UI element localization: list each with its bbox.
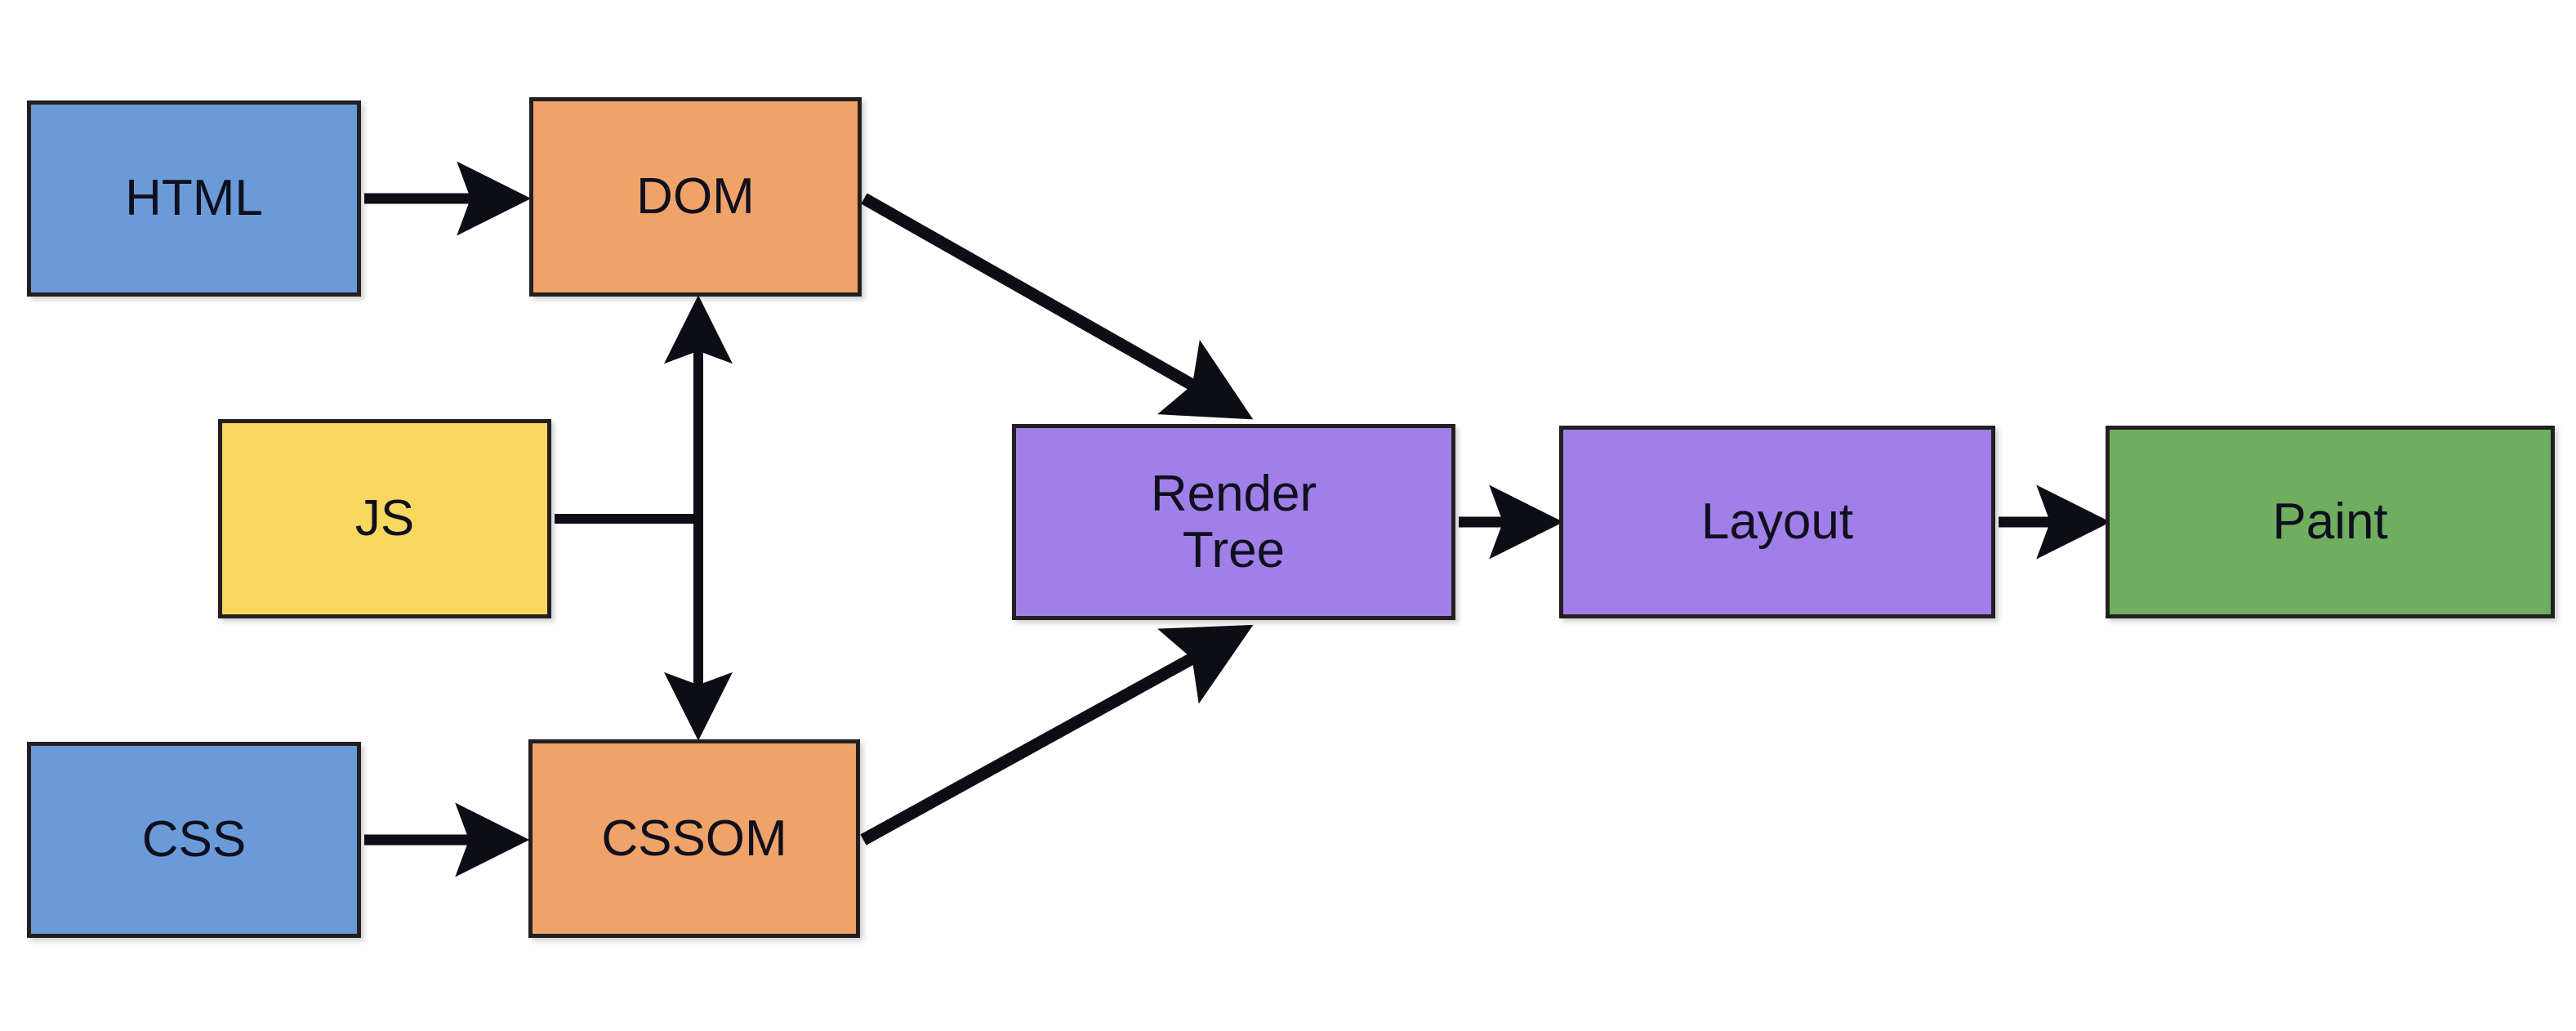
node-css[interactable] (27, 742, 361, 938)
node-layout[interactable] (1559, 426, 1995, 618)
node-dom[interactable] (529, 97, 862, 297)
node-html[interactable] (27, 100, 361, 297)
edge-dom-to-render-tree (861, 193, 1254, 420)
edge-cssom-to-render-tree (860, 624, 1254, 846)
node-render-tree[interactable] (1012, 424, 1455, 620)
node-paint[interactable] (2106, 426, 2555, 618)
node-cssom[interactable] (528, 739, 860, 938)
node-js[interactable] (218, 419, 551, 618)
